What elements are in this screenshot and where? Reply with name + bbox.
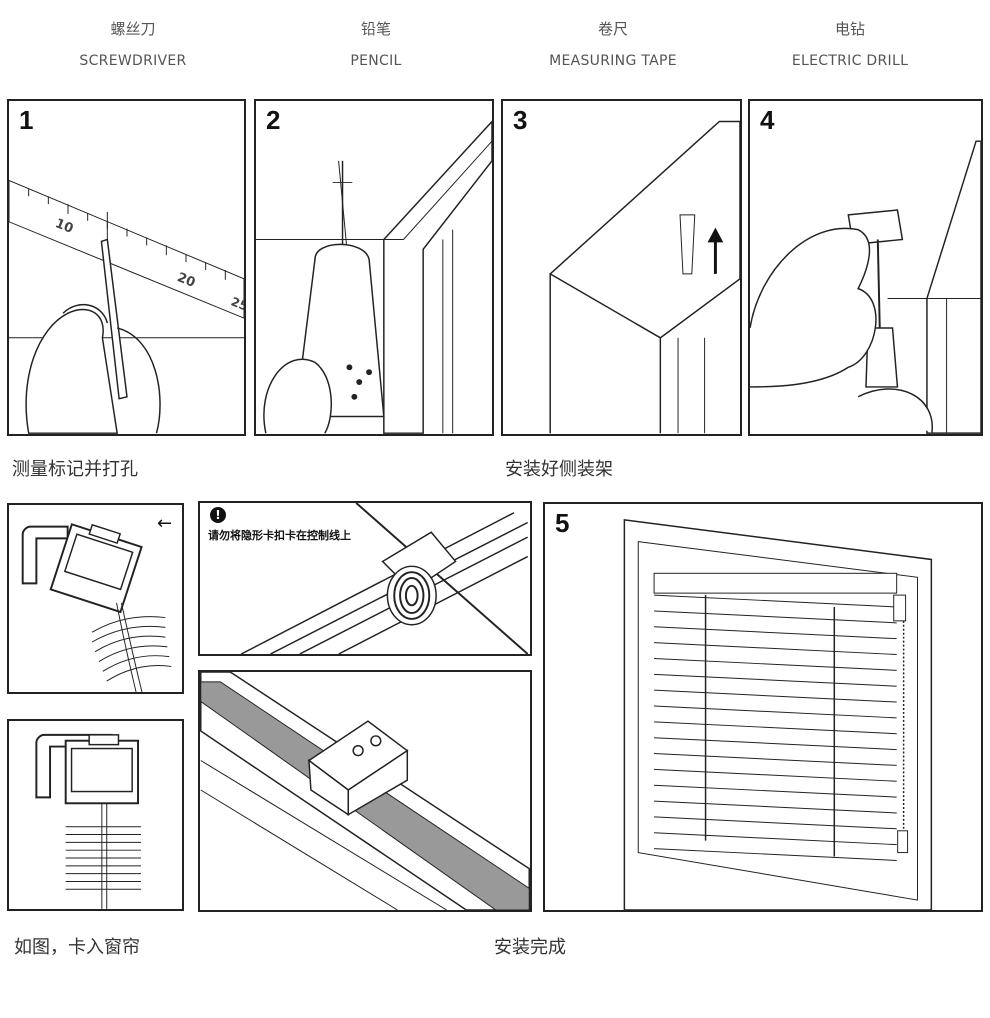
clip-insert-straight-panel [7, 719, 184, 911]
tool-zh-label: 卷尺 [597, 20, 628, 38]
rail-clip-illustration [200, 672, 530, 910]
step-3-panel: 3 [501, 99, 742, 436]
caption-insert: 如图，卡入窗帘 [14, 937, 140, 958]
arrow-left-icon: ← [157, 513, 173, 534]
tool-measuring-tape: 卷尺 MEASURING TAPE [513, 18, 713, 69]
caption-bracket: 安装好侧装架 [505, 459, 613, 480]
tool-en-label: MEASURING TAPE [549, 53, 677, 69]
step-1-panel: 1 10 20 25 [7, 99, 246, 436]
tool-zh-label: 螺丝刀 [110, 20, 156, 38]
caption-done: 安装完成 [494, 937, 566, 958]
tool-en-label: ELECTRIC DRILL [791, 53, 909, 69]
installed-blind-illustration [623, 518, 933, 910]
step-number: 4 [760, 105, 775, 135]
step-number: 1 [19, 105, 34, 135]
bracket-position-illustration [548, 120, 740, 434]
warning-panel: ! 请勿将隐形卡扣卡在控制线上 [198, 501, 532, 656]
warning-text: 请勿将隐形卡扣卡在控制线上 [208, 529, 351, 542]
drill-illustration [256, 120, 492, 434]
step-number: 2 [266, 105, 281, 135]
tool-en-label: SCREWDRIVER [79, 53, 187, 69]
tool-zh-label: 铅笔 [360, 20, 391, 38]
tool-screwdriver: 螺丝刀 SCREWDRIVER [33, 18, 233, 69]
caption-measure: 测量标记并打孔 [12, 459, 138, 480]
step-5-panel: 5 [543, 502, 983, 912]
tool-en-label: PENCIL [350, 53, 402, 69]
warning-icon: ! [210, 507, 226, 523]
cord-clip-illustration [240, 503, 529, 654]
step-4-panel: 4 [748, 99, 983, 436]
screw-bracket-illustration [750, 140, 981, 434]
tool-zh-label: 电钻 [834, 20, 865, 38]
measure-illustration [9, 179, 244, 434]
step-number: 3 [513, 105, 528, 135]
tool-electric-drill: 电钻 ELECTRIC DRILL [750, 18, 950, 69]
clip-straight-illustration [35, 733, 141, 909]
clip-insert-angled-panel: ← [7, 503, 184, 694]
rail-clip-panel [198, 670, 532, 912]
step-2-panel: 2 [254, 99, 494, 436]
tool-pencil: 铅笔 PENCIL [276, 18, 476, 69]
clip-angled-illustration [21, 523, 172, 692]
step-number: 5 [555, 508, 570, 538]
